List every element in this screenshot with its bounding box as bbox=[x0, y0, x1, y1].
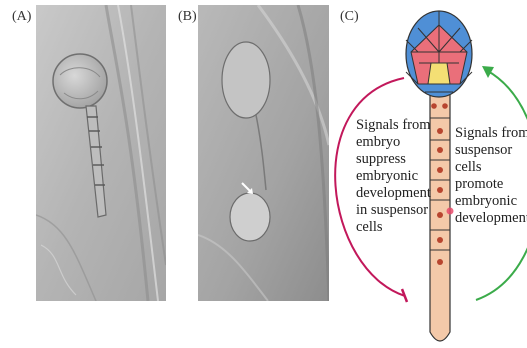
embryo-proper bbox=[406, 11, 472, 97]
promote-arrowhead bbox=[482, 66, 494, 78]
right-signal-text: Signals from suspensor cells promote emb… bbox=[455, 125, 527, 227]
signal-dot bbox=[447, 208, 454, 215]
left-signal-text: Signals from embryo suppress embryonic d… bbox=[356, 117, 431, 236]
